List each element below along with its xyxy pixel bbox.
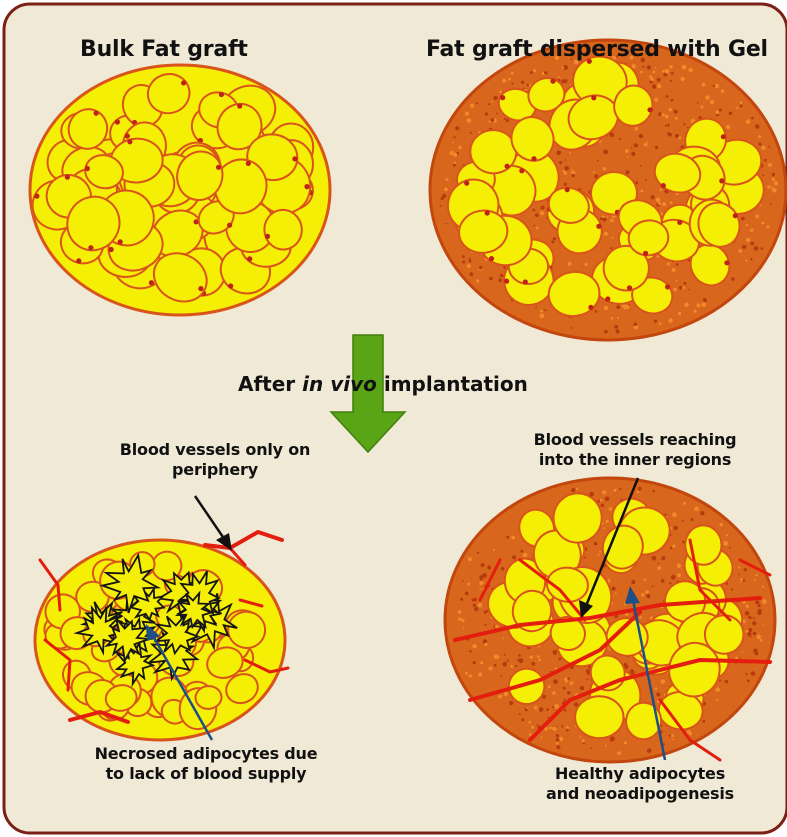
gel-dispersed-graft-title: Fat graft dispersed with Gel — [426, 36, 768, 64]
gel-dispersed-graft-illustration — [430, 40, 786, 340]
implantation-label-before: After — [238, 372, 302, 396]
necrosed-adipocytes-note: Necrosed adipocytes due to lack of blood… — [56, 744, 356, 784]
vascularized-graft-illustration — [445, 478, 775, 762]
implantation-label-after: implantation — [377, 372, 528, 396]
adipocyte-cell — [575, 696, 623, 738]
bulk-fat-graft-title: Bulk Fat graft — [80, 36, 248, 64]
implantation-label-italic: in vivo — [302, 372, 377, 396]
bulk-fat-graft-illustration — [26, 65, 330, 315]
inner-vessels-note: Blood vessels reaching into the inner re… — [500, 430, 770, 470]
implantation-label: After in vivo implantation — [238, 372, 528, 396]
periphery-vessels-note: Blood vessels only on periphery — [90, 440, 340, 480]
healthy-adipocytes-note: Healthy adipocytes and neoadipogenesis — [520, 764, 760, 804]
